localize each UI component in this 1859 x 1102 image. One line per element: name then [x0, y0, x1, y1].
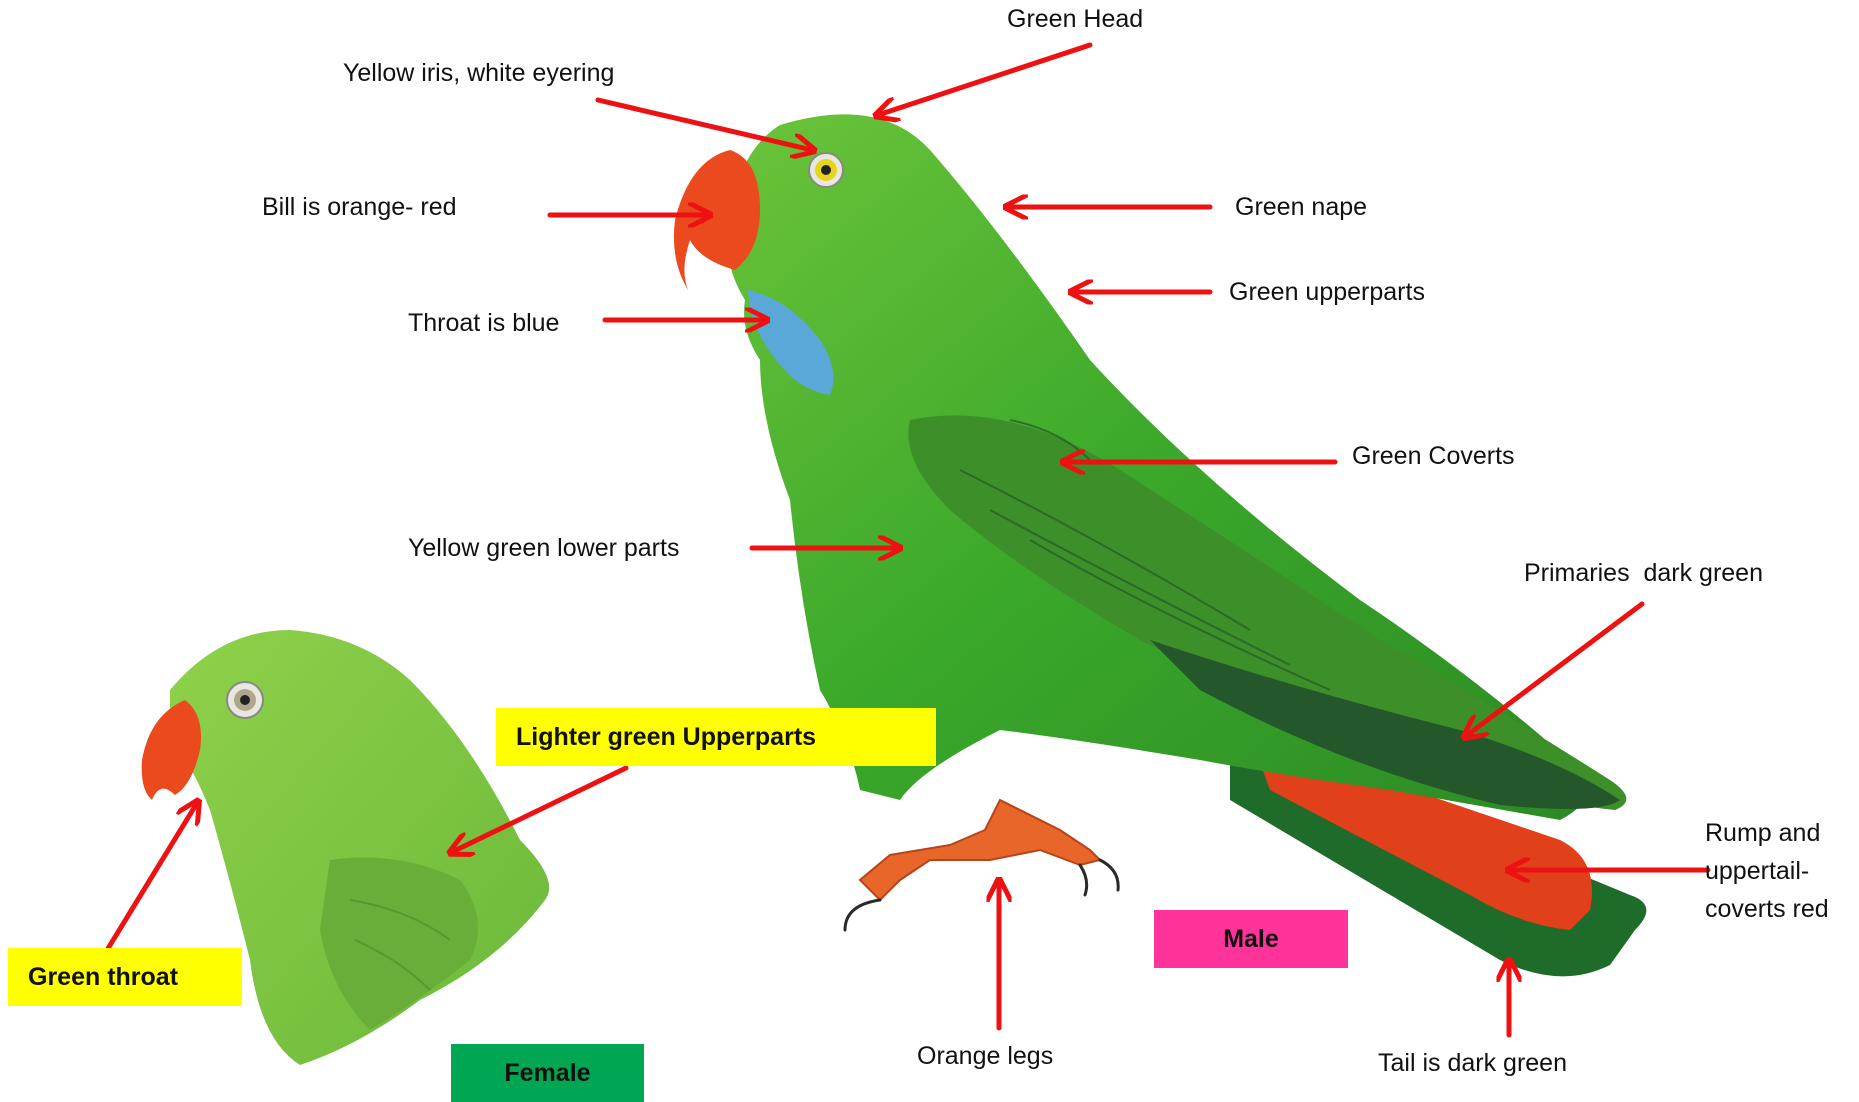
- label-green-head: Green Head: [1007, 4, 1143, 34]
- label-lower-parts: Yellow green lower parts: [408, 533, 679, 563]
- arrow-green-head: [878, 45, 1090, 115]
- label-tail: Tail is dark green: [1378, 1048, 1567, 1078]
- label-bill: Bill is orange- red: [262, 192, 457, 222]
- label-legs: Orange legs: [917, 1041, 1053, 1071]
- label-coverts: Green Coverts: [1352, 441, 1515, 471]
- arrow-primaries: [1466, 604, 1642, 736]
- arrow-eye: [598, 100, 812, 150]
- label-upperparts: Green upperparts: [1229, 277, 1425, 307]
- female-badge: Female: [451, 1044, 644, 1102]
- label-rump-line3: coverts red: [1705, 890, 1855, 928]
- male-bird-illustration: [674, 114, 1646, 976]
- label-rump: Rump and uppertail- coverts red: [1705, 814, 1855, 928]
- female-throat-highlight: Green throat: [8, 948, 242, 1006]
- male-eye-pupil: [821, 165, 831, 175]
- female-upperparts-highlight: Lighter green Upperparts: [496, 708, 936, 766]
- male-legs: [860, 800, 1100, 900]
- label-eye: Yellow iris, white eyering: [343, 58, 614, 88]
- label-rump-line2: uppertail-: [1705, 852, 1855, 890]
- label-nape: Green nape: [1235, 192, 1367, 222]
- arrow-female-throat: [104, 803, 197, 955]
- label-rump-line1: Rump and: [1705, 814, 1855, 852]
- female-eye-pupil: [240, 695, 250, 705]
- female-bill: [142, 700, 201, 800]
- label-throat: Throat is blue: [408, 308, 559, 338]
- label-primaries: Primaries dark green: [1524, 558, 1763, 588]
- male-badge: Male: [1154, 910, 1348, 968]
